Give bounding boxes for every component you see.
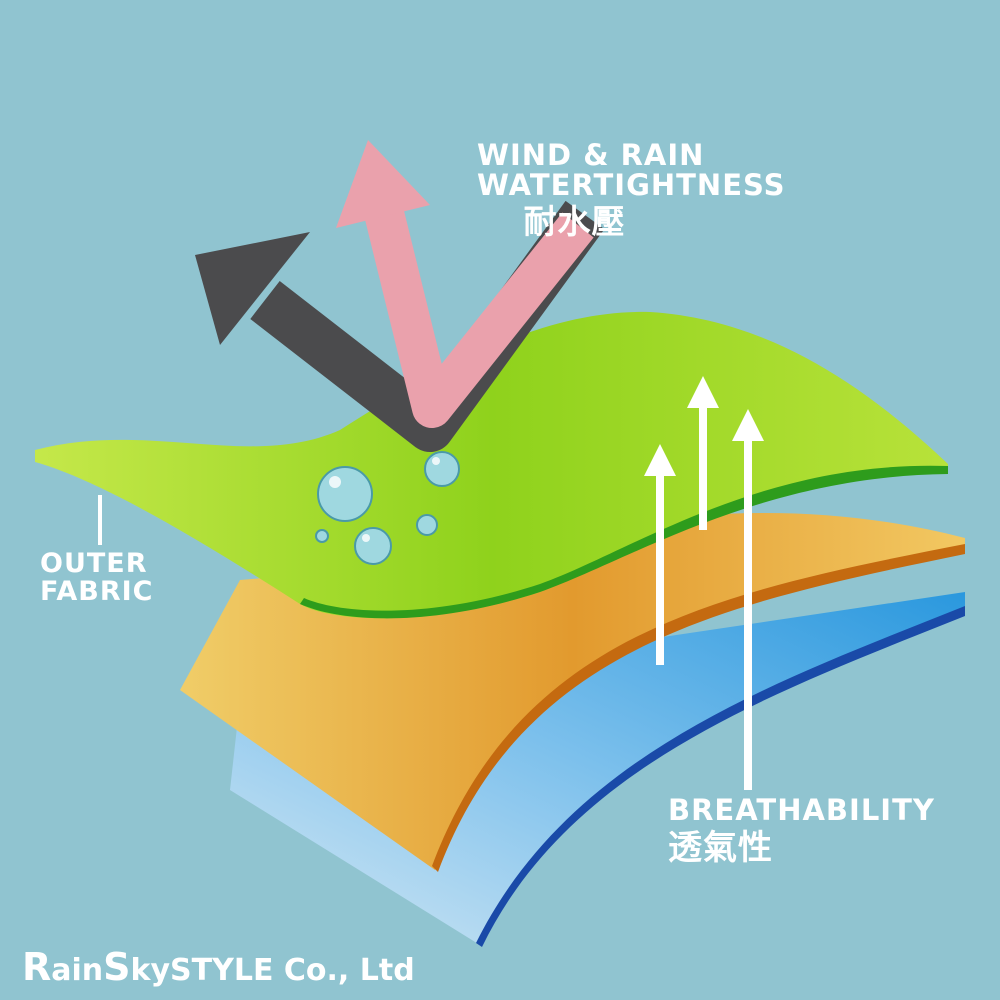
logo-rest: kySTYLE Co., Ltd — [130, 953, 415, 988]
rain-arrow-head — [336, 140, 430, 228]
outer-fabric-label: OUTER FABRIC — [40, 548, 154, 608]
wind-rain-text: WIND & RAIN — [477, 138, 705, 172]
outer-layer-green — [35, 311, 948, 619]
middle-layer-edge — [432, 544, 965, 872]
logo-s: S — [103, 945, 131, 989]
outer-text: OUTER — [40, 548, 148, 579]
company-logo: RainSkySTYLE Co., Ltd — [22, 945, 415, 989]
fabric-text: FABRIC — [40, 576, 154, 608]
watertightness-text: WATERTIGHTNESS — [477, 168, 786, 203]
rain-arrow — [362, 200, 594, 428]
logo-r: R — [22, 945, 52, 989]
breathability-arrows — [98, 376, 764, 790]
breathability-cn-text: 透氣性 — [668, 828, 773, 869]
breathability-text: BREATHABILITY — [668, 793, 935, 827]
logo-ain: ain — [51, 953, 104, 988]
watertightness-cn-text: 耐水壓 — [523, 201, 626, 241]
wind-arrow-head — [195, 232, 310, 345]
watertightness-label: WIND & RAIN WATERTIGHTNESS 耐水壓 — [477, 140, 785, 240]
breathability-label: BREATHABILITY 透氣性 — [668, 795, 935, 867]
